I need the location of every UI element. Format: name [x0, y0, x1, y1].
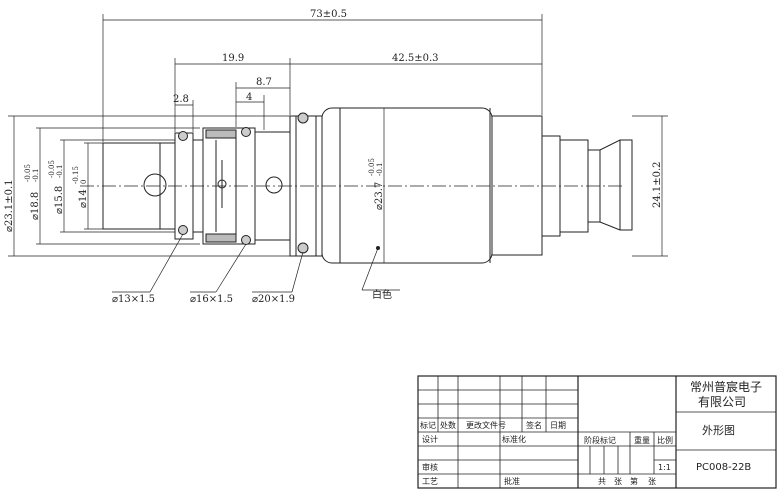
svg-text:1:1: 1:1 [658, 463, 671, 472]
svg-text:0: 0 [80, 180, 88, 184]
svg-text:标准化: 标准化 [502, 434, 526, 444]
svg-text:设计: 设计 [422, 434, 438, 444]
svg-text:日期: 日期 [550, 421, 566, 430]
dim-left-span: 19.9 [222, 53, 244, 64]
svg-text:重量: 重量 [634, 435, 650, 445]
dim-dia-b: ⌀15.8 -0.05 -0.1 [48, 160, 65, 214]
groove-section-1 [174, 131, 204, 240]
svg-text:审核: 审核 [422, 462, 438, 472]
svg-text:-0.15: -0.15 [72, 166, 80, 184]
part-number: PC008-22B [696, 462, 751, 473]
dim-overall-length: 73±0.5 [310, 9, 347, 20]
dim-right-span: 42.5±0.3 [392, 53, 439, 64]
main-body [321, 107, 493, 264]
svg-text:张: 张 [648, 477, 656, 486]
svg-text:标记: 标记 [420, 420, 436, 430]
dim-dia-c: ⌀14 -0.15 0 [72, 166, 89, 208]
leader-lines [112, 233, 400, 293]
dim-dia-a: ⌀18.8 -0.05 -0.1 [24, 164, 41, 220]
dim-small-span-b: 4 [246, 92, 252, 103]
svg-text:⌀23.7: ⌀23.7 [374, 182, 385, 210]
dim-mid-span: 8.7 [256, 77, 272, 88]
dim-dia-outer-left: ⌀23.1±0.1 [4, 179, 15, 232]
svg-text:⌀18.8: ⌀18.8 [30, 192, 41, 220]
svg-text:-0.1: -0.1 [376, 163, 384, 177]
dim-small-span-a: 2.8 [173, 94, 189, 105]
svg-text:⌀15.8: ⌀15.8 [54, 186, 65, 214]
callout-oring-3: ⌀20×1.9 [252, 294, 295, 305]
svg-text:比例: 比例 [657, 435, 673, 445]
svg-text:工艺: 工艺 [422, 477, 438, 486]
svg-text:签名: 签名 [526, 420, 542, 430]
dim-right-height: 24.1±0.2 [652, 161, 663, 208]
svg-text:批准: 批准 [504, 476, 520, 486]
svg-text:⌀14: ⌀14 [78, 189, 89, 208]
callout-oring-2: ⌀16×1.5 [190, 294, 233, 305]
port-hole-right [265, 176, 283, 194]
title-block-text: 常州普宸电子 有限公司 外形图 PC008-22B 标记 处数 更改文件号 签名… [420, 379, 762, 486]
title-block [417, 375, 777, 489]
svg-text:处数: 处数 [440, 420, 456, 430]
port-hole-left [143, 173, 167, 197]
company-line1: 常州普宸电子 [690, 379, 762, 394]
svg-text:更改文件号: 更改文件号 [466, 420, 506, 430]
side-dimension-lines [8, 108, 668, 263]
svg-text:共: 共 [598, 477, 606, 486]
right-cap [491, 115, 633, 256]
svg-text:-0.05: -0.05 [48, 160, 56, 178]
company-line2: 有限公司 [698, 395, 746, 409]
svg-text:-0.05: -0.05 [368, 158, 376, 176]
callout-body-color: 白色 [372, 288, 392, 301]
callout-oring-1: ⌀13×1.5 [112, 294, 155, 305]
svg-text:第: 第 [630, 476, 638, 486]
part-name: 外形图 [702, 424, 735, 437]
svg-text:阶段标记: 阶段标记 [584, 435, 616, 445]
shoulder-section [289, 112, 323, 257]
cage-section [202, 127, 291, 245]
svg-text:张: 张 [614, 477, 622, 486]
svg-text:-0.1: -0.1 [56, 165, 64, 179]
dim-dia-body: ⌀23.7 -0.05 -0.1 [368, 158, 385, 210]
svg-text:-0.1: -0.1 [32, 169, 40, 183]
svg-text:-0.05: -0.05 [24, 164, 32, 182]
